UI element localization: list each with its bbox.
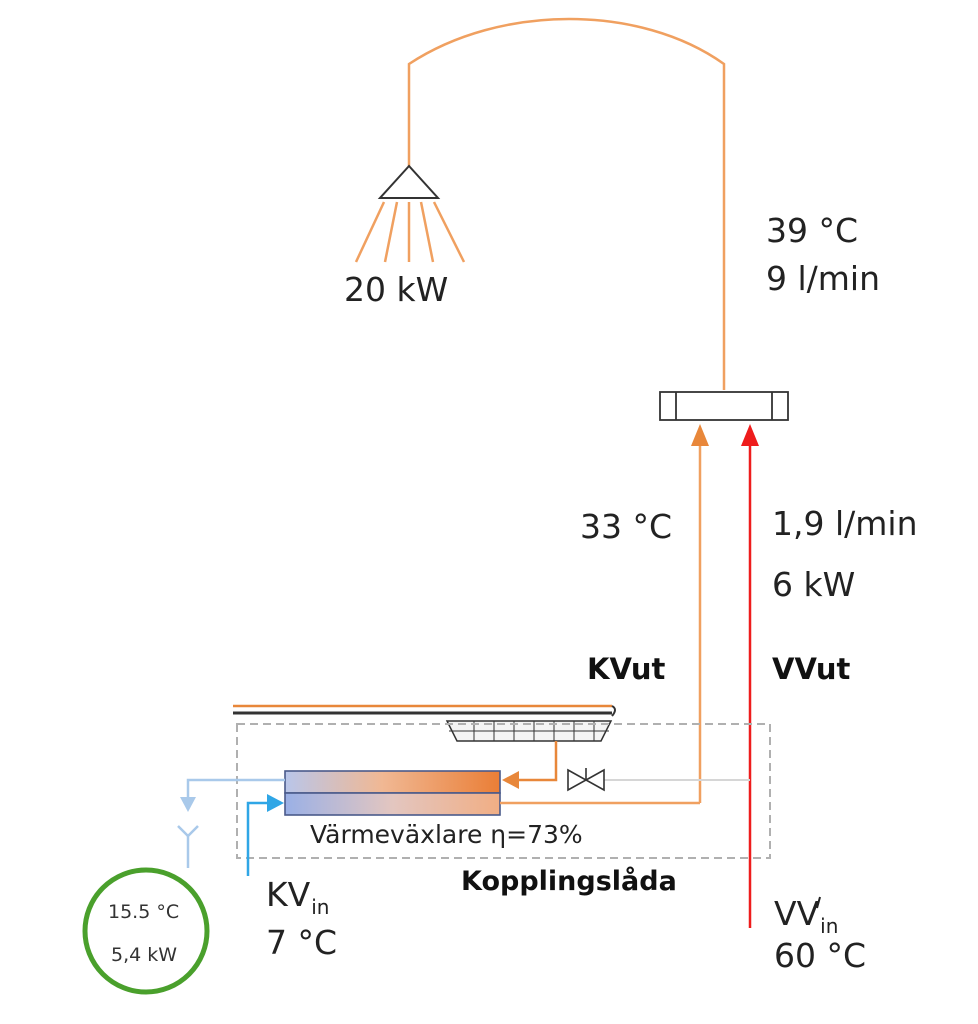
cold-in-temperature-label: 7 °C xyxy=(266,923,338,962)
mixer-temperature-label: 39 °C xyxy=(766,211,859,250)
shutoff-valve-icon xyxy=(567,768,605,792)
hot-water-pipe xyxy=(741,424,759,928)
mixer-flow-label: 9 l/min xyxy=(766,259,881,298)
shower-tray xyxy=(233,704,616,717)
cold-in-label: KVin xyxy=(266,875,329,917)
drain-temperature-label: 15.5 °C xyxy=(108,901,180,923)
junction-box-label: Kopplingslåda xyxy=(461,866,677,897)
shower-power-label: 20 kW xyxy=(344,270,449,309)
cold-in-subscript: in xyxy=(311,895,330,919)
drain-summary-ring xyxy=(82,867,210,995)
cold-water-pipe xyxy=(246,794,284,876)
preheated-water-pipe xyxy=(691,424,709,803)
cold-in-main: KV xyxy=(266,875,311,914)
preheated-arrow-icon xyxy=(691,424,709,446)
shower-pipe xyxy=(407,17,726,390)
hot-power-label: 6 kW xyxy=(772,565,856,604)
drain-water-inlet-pipe xyxy=(502,741,558,789)
hot-out-label: VVut xyxy=(772,652,851,686)
hot-in-main: VV xyxy=(774,894,820,933)
heat-exchanger-icon xyxy=(284,770,501,816)
drain-outlet-arrow-icon xyxy=(180,797,196,812)
drain-power-label: 5,4 kW xyxy=(111,944,178,966)
hot-in-subscript: in xyxy=(820,914,839,938)
hot-in-temperature-label: 60 °C xyxy=(774,936,867,975)
junction-box-outline xyxy=(236,723,771,859)
drain-inlet-arrow-icon xyxy=(502,771,519,789)
cold-out-label: KVut xyxy=(587,652,666,686)
floor-drain-icon xyxy=(445,720,613,742)
prime-mark xyxy=(816,896,821,909)
shower-head-icon xyxy=(354,164,466,263)
heat-exchanger-label: Värmeväxlare η=73% xyxy=(310,820,583,849)
cold-inlet-arrow-icon xyxy=(267,794,284,812)
preheated-temperature-label: 33 °C xyxy=(580,507,673,546)
hot-in-label: VVin xyxy=(774,894,838,936)
mixing-valve-icon xyxy=(659,391,789,421)
hot-arrow-icon xyxy=(741,424,759,446)
hot-flow-label: 1,9 l/min xyxy=(772,504,918,543)
drain-outlet-pipe xyxy=(177,778,285,868)
